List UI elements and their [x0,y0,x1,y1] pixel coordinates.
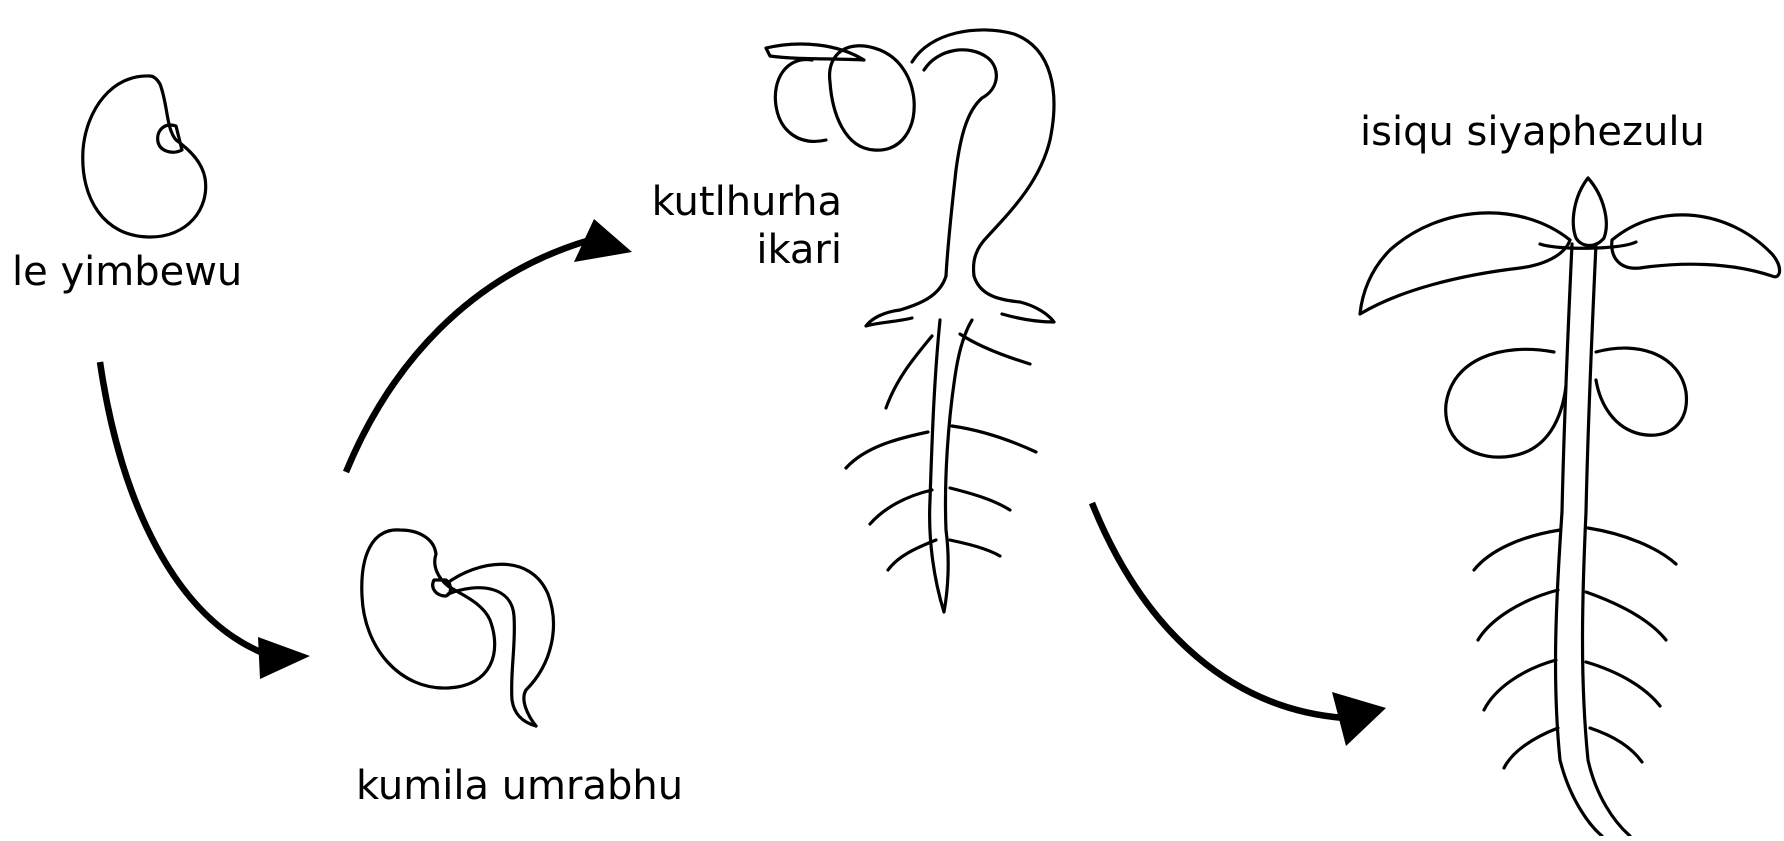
young-plant-illustration [1360,178,1780,836]
label-root-sprout: kumila umrabhu [356,762,683,810]
plant-leaf-left [1360,213,1570,314]
seedling-side-roots-upper [846,334,1036,468]
plant-side-roots [1474,528,1676,768]
plant-bud [1573,178,1606,246]
label-seed: le yimbewu [12,248,242,296]
seedling-cotyledon-front [830,46,915,150]
arrow-stem-to-leaves [1092,503,1386,746]
seedling-main-root [930,320,972,612]
seedling-hook-outer [912,30,1054,276]
label-stem-up: isiqu siyaphezulu [1360,108,1705,156]
seedling-hook-inner [924,50,996,276]
seedling-side-roots-lower [870,488,1010,570]
arrow-seed-to-root [100,362,310,679]
label-stem-emerges: kutlhurha ikari [636,178,842,274]
seedling-root-crown [866,276,1054,326]
seed-outline [83,76,206,237]
sprouting-seed-illustration [362,530,554,726]
seedling-cotyledon-back [775,60,826,142]
sprout-seed-outline [362,530,495,688]
seedling-hook-illustration [766,30,1054,612]
seed-illustration [83,76,206,237]
plant-cotyledon-left [1446,349,1566,457]
plant-stem [1562,244,1596,512]
plant-leaf-right [1612,215,1780,277]
plant-cotyledon-right [1596,348,1686,435]
arrow-root-to-stem [346,219,632,472]
